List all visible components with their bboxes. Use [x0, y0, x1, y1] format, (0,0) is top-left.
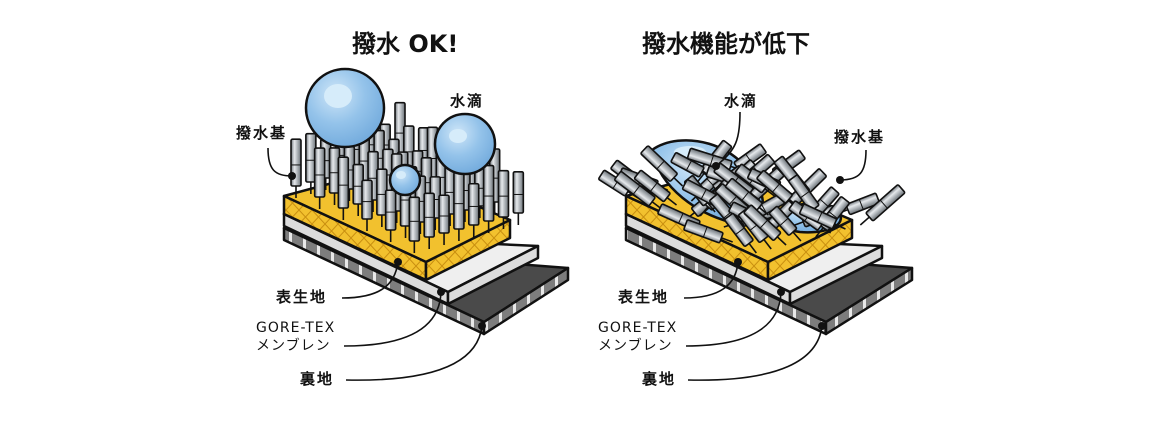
repellent-group — [313, 147, 326, 209]
leader-outer-fabric — [341, 261, 399, 299]
repellent-group — [482, 164, 495, 233]
marker-dot — [394, 258, 402, 266]
repellent-group — [859, 184, 906, 226]
repellent-group — [467, 182, 480, 237]
repellent-group — [724, 177, 769, 216]
leader-water-drop — [715, 111, 741, 167]
marker-dot — [478, 322, 486, 330]
repellent-groups-fallen — [598, 139, 906, 254]
repellent-group — [798, 203, 846, 230]
water-drop-large — [304, 67, 386, 149]
repellent-group — [384, 189, 397, 242]
repellent-group — [408, 196, 421, 253]
repellent-group — [683, 219, 733, 244]
repellent-group — [290, 138, 302, 198]
leader-lining — [345, 325, 483, 381]
repellent-group — [640, 145, 684, 187]
repellent-group — [743, 204, 787, 246]
label-outer-fabric: 表生地 — [618, 288, 669, 306]
marker-dot — [734, 258, 742, 266]
repellent-group — [768, 205, 802, 242]
water-drop-medium — [433, 112, 497, 176]
leader-outer-fabric — [683, 261, 739, 299]
marker-dot — [777, 288, 785, 296]
label-membrane-line1: GORE-TEX — [256, 320, 335, 336]
repellent-group — [438, 194, 450, 245]
panel-degraded: 撥水機能が低下 水滴 撥水基 表生地 — [598, 30, 914, 388]
label-water-drop: 水滴 — [450, 92, 484, 110]
panel-title: 撥水機能が低下 — [642, 30, 810, 58]
repellent-group — [512, 171, 525, 225]
marker-dot — [437, 288, 445, 296]
label-membrane-line2: メンブレン — [256, 337, 331, 354]
label-membrane-line2: メンブレン — [598, 337, 673, 354]
panel-title: 撥水 OK! — [352, 30, 458, 58]
label-outer-fabric: 表生地 — [276, 288, 327, 306]
label-repellent-group: 撥水基 — [834, 128, 885, 146]
marker-dot — [288, 172, 296, 180]
leader-repellent — [267, 147, 293, 177]
label-repellent-group: 撥水基 — [236, 124, 287, 142]
marker-dot — [712, 162, 720, 170]
label-lining: 裏地 — [641, 370, 676, 388]
leader-repellent — [839, 149, 867, 181]
panel-intact: 撥水 OK! — [236, 30, 570, 388]
leader-membrane — [685, 291, 782, 347]
repellent-group — [497, 169, 510, 229]
repellent-group — [633, 169, 678, 206]
label-water-drop: 水滴 — [724, 92, 758, 110]
leader-lining — [687, 325, 823, 381]
repellent-group — [423, 192, 435, 249]
marker-dot — [818, 322, 826, 330]
label-lining: 裏地 — [299, 370, 334, 388]
repellent-group — [724, 212, 757, 254]
label-membrane-line1: GORE-TEX — [598, 320, 677, 336]
repellent-group — [337, 156, 350, 220]
water-drop-small — [388, 163, 422, 197]
leader-membrane — [343, 291, 442, 347]
repellent-group — [361, 179, 373, 231]
marker-dot — [836, 176, 844, 184]
